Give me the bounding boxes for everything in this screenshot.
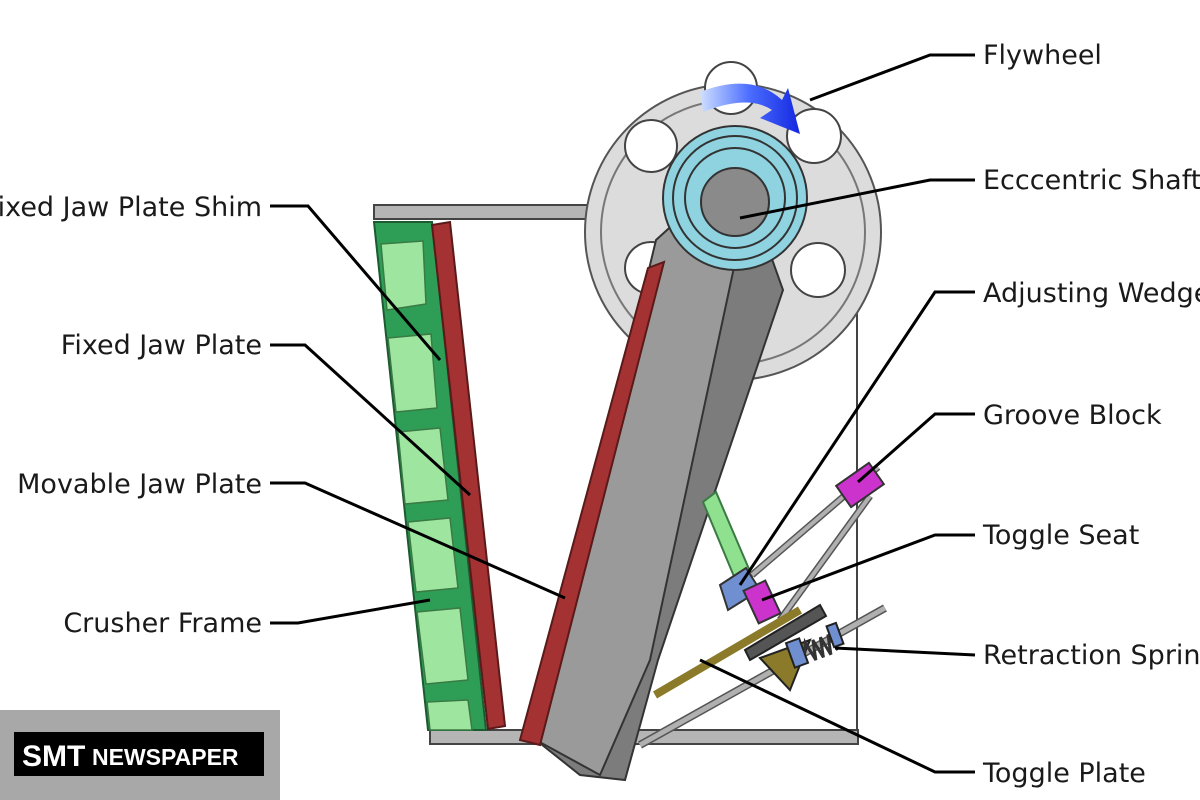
toggle-plate-graphic — [652, 606, 803, 699]
lower-tension-rod — [638, 604, 887, 749]
watermark-brand-a: SMT — [22, 740, 85, 773]
movable-jaw-plate-graphic — [518, 260, 666, 747]
label-retraction-spring: Retraction Spring — [983, 640, 1200, 671]
label-movable-jaw-plate: Movable Jaw Plate — [17, 469, 262, 500]
label-crusher-frame: Crusher Frame — [63, 608, 262, 639]
label-fixed-jaw-plate-shim: Fixed Jaw Plate Shim — [0, 192, 262, 223]
label-toggle-seat: Toggle Seat — [982, 520, 1139, 551]
label-adjusting-wedge: Adjusting Wedge — [983, 278, 1200, 309]
fixed-jaw-body — [372, 221, 488, 731]
label-eccentric-shaft: Ecccentric Shaft — [983, 165, 1200, 196]
eccentric-shaft-graphic — [662, 125, 808, 271]
watermark-brand-b: NEWSPAPER — [92, 744, 239, 770]
groove-block-upper-graphic — [834, 461, 886, 509]
fixed-jaw-plate-graphic — [430, 220, 507, 731]
label-fixed-jaw-plate: Fixed Jaw Plate — [61, 330, 262, 361]
leader-lines — [270, 53, 976, 774]
label-flywheel: Flywheel — [983, 40, 1102, 71]
label-toggle-plate: Toggle Plate — [982, 758, 1146, 789]
retraction-spring-graphic — [784, 621, 845, 669]
watermark-logo: SMT NEWSPAPER — [0, 710, 280, 800]
rotation-arrow-icon — [700, 83, 800, 134]
label-groove-block: Groove Block — [983, 400, 1162, 431]
